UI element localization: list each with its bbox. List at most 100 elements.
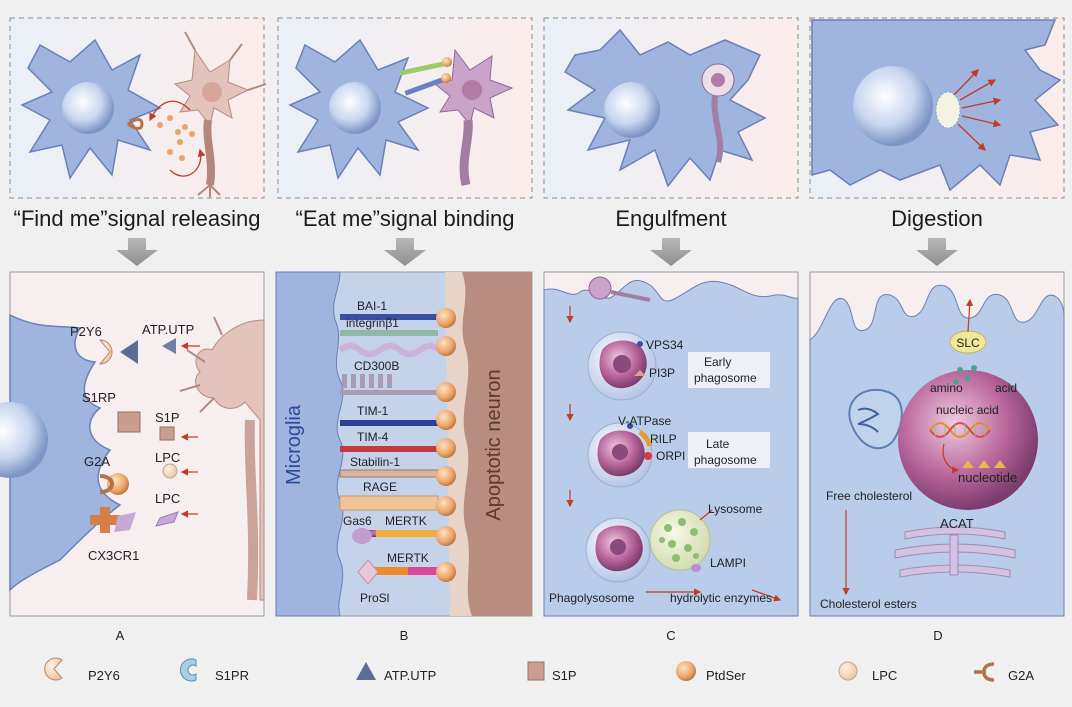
late-label: Late xyxy=(706,437,730,451)
digestion-arrows xyxy=(953,69,1002,151)
early-label: Early xyxy=(704,355,731,369)
s1p-icon xyxy=(159,426,175,441)
late-label: phagosome xyxy=(694,453,757,467)
signal-arrow xyxy=(169,148,206,177)
s1rp-icon xyxy=(117,411,141,433)
receptor-label: TIM-4 xyxy=(357,430,389,444)
down-arrow-icon xyxy=(116,238,958,266)
lampi-icon xyxy=(691,564,701,572)
rilp-label: RILP xyxy=(650,432,677,446)
nucleus-icon xyxy=(604,82,660,138)
receptor-label: integrinβ1 xyxy=(346,316,399,330)
receptor-label: RAGE xyxy=(363,480,397,494)
s1p-icon xyxy=(527,661,545,681)
top-panel-engulfment xyxy=(543,17,799,199)
legend-label: G2A xyxy=(1008,668,1034,683)
receptor-label: MERTK xyxy=(385,514,427,528)
nucleus-icon xyxy=(853,66,933,146)
step-heading: Digestion xyxy=(891,206,983,231)
label-box xyxy=(688,432,770,468)
label-s1rp: S1RP xyxy=(82,390,116,405)
signal-arrow xyxy=(180,342,200,518)
gas6-label: Gas6 xyxy=(343,514,372,528)
legend-label: ATP.UTP xyxy=(384,668,436,683)
label-g2a: G2A xyxy=(84,454,110,469)
lysosome-icon xyxy=(898,370,1038,510)
binding-receptors xyxy=(400,57,452,96)
cx3cr1-icon xyxy=(90,507,120,533)
pointer-arrow xyxy=(751,589,782,602)
lysosome-label: Lysosome xyxy=(708,502,763,516)
neuron-icon xyxy=(433,48,514,187)
slc-label: SLC xyxy=(956,336,980,350)
pointer-line xyxy=(699,509,713,521)
nucleic-label: nucleic acid xyxy=(936,403,999,417)
degradation-arrow xyxy=(942,443,960,474)
microglia-membrane-icon xyxy=(275,271,344,617)
top-panel-eat-me xyxy=(277,17,533,199)
v-atpase-label: V-ATPase xyxy=(618,414,671,428)
vesicle-icon xyxy=(935,91,961,129)
legend-label: S1P xyxy=(552,668,577,683)
panel-c: VPS34 PI3P Early phagosome V-ATPase RILP… xyxy=(543,271,799,643)
g2a-ligand-icon xyxy=(107,473,129,495)
step-heading: “Eat me”signal binding xyxy=(296,206,515,231)
orpi-label: ORPI xyxy=(656,449,685,463)
microglia-label: Microglia xyxy=(283,404,305,485)
dna-icon xyxy=(929,422,991,438)
neuron-icon xyxy=(173,31,267,197)
mitochondrion-icon xyxy=(848,388,903,450)
legend-label: S1PR xyxy=(215,668,249,683)
label-box xyxy=(688,352,770,388)
receptor-bars xyxy=(338,314,441,585)
enzymes-label: hydrolytic enzymes xyxy=(670,591,772,605)
nucleus-icon xyxy=(329,82,381,134)
rilp-icon xyxy=(638,430,653,447)
amino-label: amino xyxy=(930,381,963,395)
lpc-icon xyxy=(838,661,858,681)
engulfing-neuron-icon xyxy=(588,276,651,302)
lampi-label: LAMPI xyxy=(710,556,746,570)
label-lpc: LPC xyxy=(155,450,180,465)
panel-letter: D xyxy=(933,628,942,643)
acid-label: acid xyxy=(995,381,1017,395)
step-heading: Engulfment xyxy=(615,206,726,231)
acat-label: ACAT xyxy=(940,516,974,531)
neuron-membrane-icon xyxy=(455,272,532,616)
receptor-label: TIM-1 xyxy=(357,404,389,418)
p2y6-icon xyxy=(44,657,63,681)
top-panel-find-me xyxy=(9,17,267,199)
g2a-icon xyxy=(974,662,995,682)
label-cx3cr1: CX3CR1 xyxy=(88,548,139,563)
free-cholesterol-label: Free cholesterol xyxy=(826,489,912,503)
g2a-receptor-icon xyxy=(127,118,144,130)
pi3p-icon xyxy=(634,370,646,376)
v-atpase-icon xyxy=(627,423,633,429)
nucleotide-label: nucleotide xyxy=(958,470,1017,485)
orpi-icon xyxy=(644,452,652,460)
panel-letter: A xyxy=(116,628,125,643)
panel-letter: C xyxy=(666,628,675,643)
g2a-icon xyxy=(99,474,115,494)
fractalkine-icon xyxy=(114,512,136,532)
nucleotide-icon xyxy=(962,460,1006,468)
early-label: phagosome xyxy=(694,371,757,385)
atp-utp-icon xyxy=(120,340,138,364)
apoptotic-nucleus-icon xyxy=(613,355,631,373)
receptor-label: Stabilin-1 xyxy=(350,455,400,469)
lpc-icon xyxy=(155,511,179,527)
pi3p-label: PI3P xyxy=(649,366,675,380)
receptor-label: MERTK xyxy=(387,551,429,565)
atp-utp-icon xyxy=(356,662,376,680)
ptdser-icon xyxy=(676,661,696,681)
apoptotic-nucleus-icon xyxy=(610,539,626,555)
phagolysosome-label: Phagolysosome xyxy=(549,591,635,605)
step-heading: “Find me”signal releasing xyxy=(14,206,261,231)
panel-letter: B xyxy=(400,628,409,643)
atp-utp-icon xyxy=(162,338,176,354)
label-lpc: LPC xyxy=(155,491,180,506)
top-panel-digestion xyxy=(809,17,1065,199)
signal-arrow xyxy=(149,100,191,122)
nucleus-icon xyxy=(0,402,48,478)
legend-label: LPC xyxy=(872,668,897,683)
